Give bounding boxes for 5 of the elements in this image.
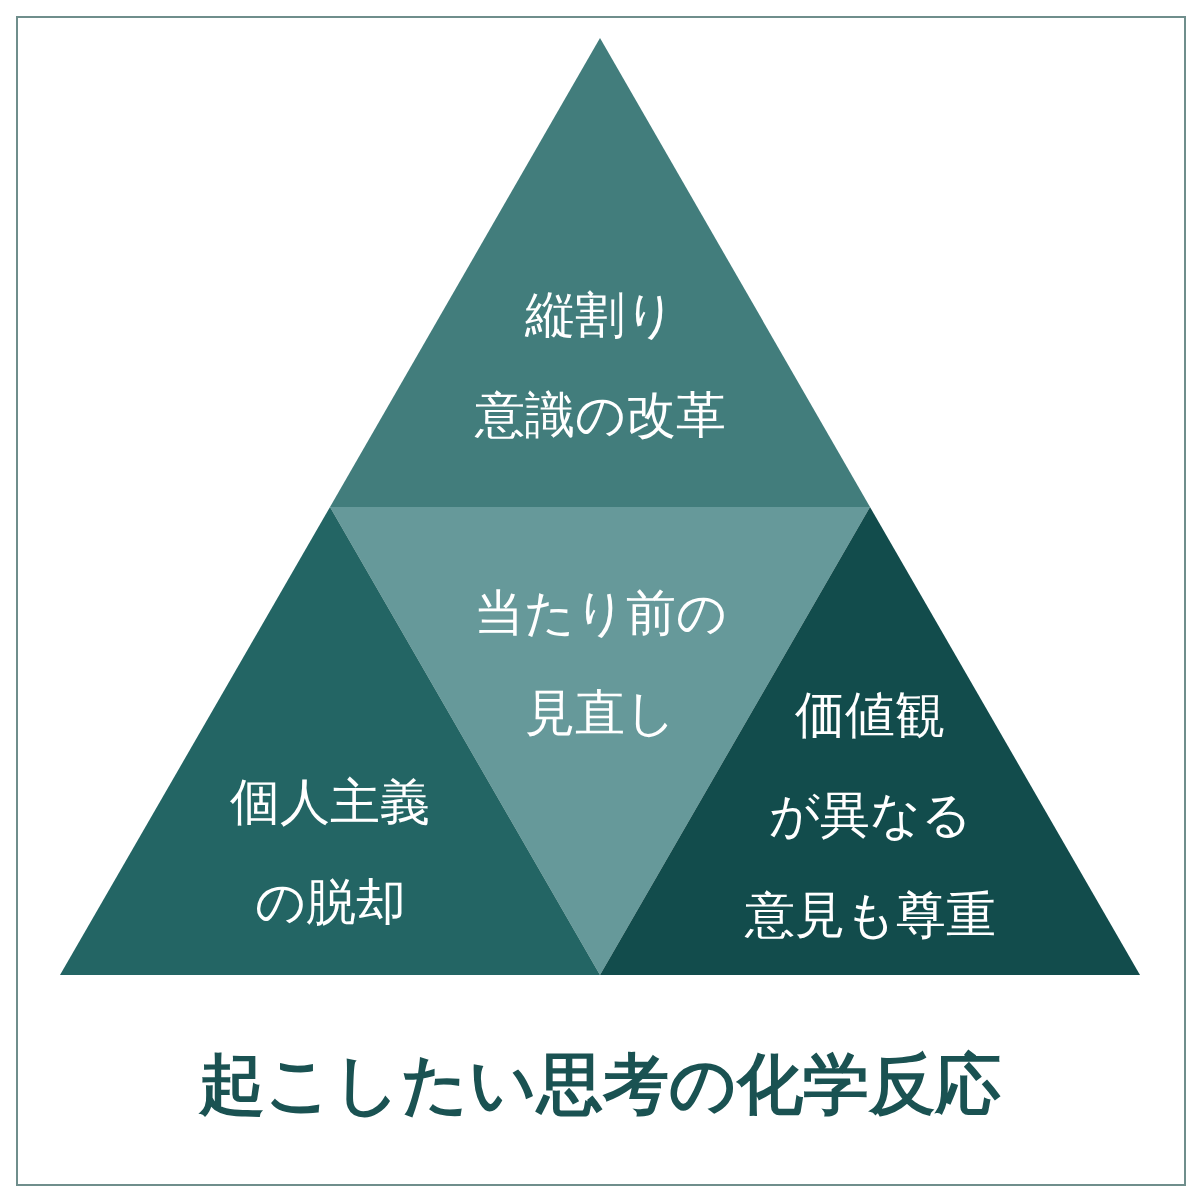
segment-label: 縦割り意識の改革 (474, 285, 726, 446)
segment-label: 個人主義の脱却 (230, 772, 430, 933)
diagram-title: 起こしたい思考の化学反応 (197, 1045, 1002, 1125)
segment-label: 価値観が異なる意見も尊重 (744, 685, 996, 946)
segment-label: 当たり前の見直し (473, 583, 727, 744)
